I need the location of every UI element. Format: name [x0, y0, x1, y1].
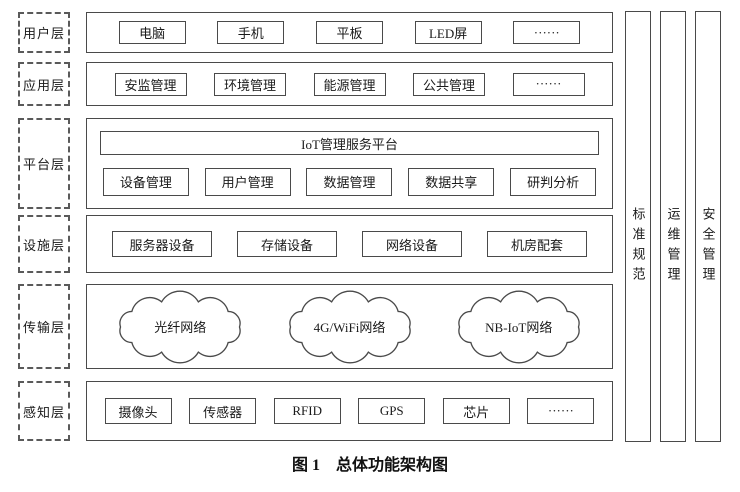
- optical-fiber-network-cloud: 光纤网络: [104, 288, 256, 366]
- pillar-label: 安全管理: [700, 206, 716, 287]
- pillar-label: 运维管理: [665, 206, 681, 287]
- ellipsis-box: ······: [513, 21, 581, 44]
- nb-iot-network-cloud: NB-IoT网络: [443, 288, 595, 366]
- cloud-shape-icon: [288, 290, 411, 363]
- facility-layer-band: 服务器设备 存储设备 网络设备 机房配套: [86, 215, 613, 273]
- layer-item-box: 存储设备: [237, 231, 337, 257]
- layer-label-platform: 平台层: [18, 118, 70, 209]
- pillar-label: 标准规范: [630, 206, 646, 287]
- layer-label-application: 应用层: [18, 62, 70, 106]
- layer-item-box: 芯片: [442, 398, 510, 424]
- layer-item-box: 能源管理: [313, 72, 386, 96]
- layer-item-box: 平板: [315, 21, 383, 44]
- user-layer-band: 电脑 手机 平板 LED屏 ······: [86, 12, 613, 53]
- layer-label-perception: 感知层: [18, 381, 70, 441]
- iot-platform-box: IoT管理服务平台: [100, 131, 599, 156]
- layer-item-box: 数据共享: [408, 167, 495, 196]
- layer-item-box: 环境管理: [214, 72, 286, 96]
- layer-item-box: 数据管理: [306, 167, 393, 196]
- layer-item-box: 摄像头: [104, 398, 172, 424]
- cloud-label: 4G/WiFi网络: [313, 320, 386, 335]
- perception-layer-band: 摄像头 传感器 RFID GPS 芯片 ······: [86, 381, 613, 441]
- cloud-shape-icon: [458, 290, 580, 363]
- layer-item-box: 安监管理: [114, 72, 187, 96]
- pillar-security-management: 安全管理: [695, 11, 721, 442]
- application-layer-band: 安监管理 环境管理 能源管理 公共管理 ······: [86, 62, 613, 106]
- cloud-label: 光纤网络: [154, 320, 207, 335]
- layer-item-box: 设备管理: [102, 167, 189, 196]
- cloud-shape-icon: [119, 290, 241, 363]
- ellipsis-box: ······: [512, 72, 585, 96]
- layer-item-box: GPS: [358, 398, 426, 424]
- pillar-operations-management: 运维管理: [660, 11, 686, 442]
- ellipsis-box: ······: [527, 398, 595, 424]
- layer-item-box: 研判分析: [510, 167, 597, 196]
- platform-modules-row: 设备管理 用户管理 数据管理 数据共享 研判分析: [87, 167, 612, 196]
- layer-item-box: 手机: [217, 21, 285, 44]
- layer-item-box: 电脑: [118, 21, 186, 44]
- figure-number: 图 1: [291, 457, 320, 474]
- layer-item-box: 公共管理: [413, 72, 485, 96]
- cloud-label: NB-IoT网络: [485, 320, 553, 335]
- transmission-layer-band: 光纤网络 4G/WiFi网络 NB-IoT网络: [86, 284, 613, 369]
- layer-label-transmission: 传输层: [18, 284, 70, 369]
- layer-item-box: LED屏: [414, 21, 482, 44]
- 4g-wifi-network-cloud: 4G/WiFi网络: [274, 288, 426, 366]
- layer-item-box: 网络设备: [362, 231, 462, 257]
- layer-label-user: 用户层: [18, 12, 70, 53]
- layer-item-box: RFID: [273, 398, 341, 424]
- figure-caption: 图 1 总体功能架构图: [0, 451, 740, 475]
- platform-layer-band: IoT管理服务平台 设备管理 用户管理 数据管理 数据共享 研判分析: [86, 118, 613, 209]
- layer-item-box: 传感器: [189, 398, 257, 424]
- figure-title: 总体功能架构图: [336, 457, 449, 474]
- layer-label-facility: 设施层: [18, 215, 70, 273]
- layer-item-box: 机房配套: [487, 231, 587, 257]
- pillar-standards-specs: 标准规范: [625, 11, 651, 442]
- layer-item-box: 服务器设备: [112, 231, 212, 257]
- layer-item-box: 用户管理: [204, 167, 291, 196]
